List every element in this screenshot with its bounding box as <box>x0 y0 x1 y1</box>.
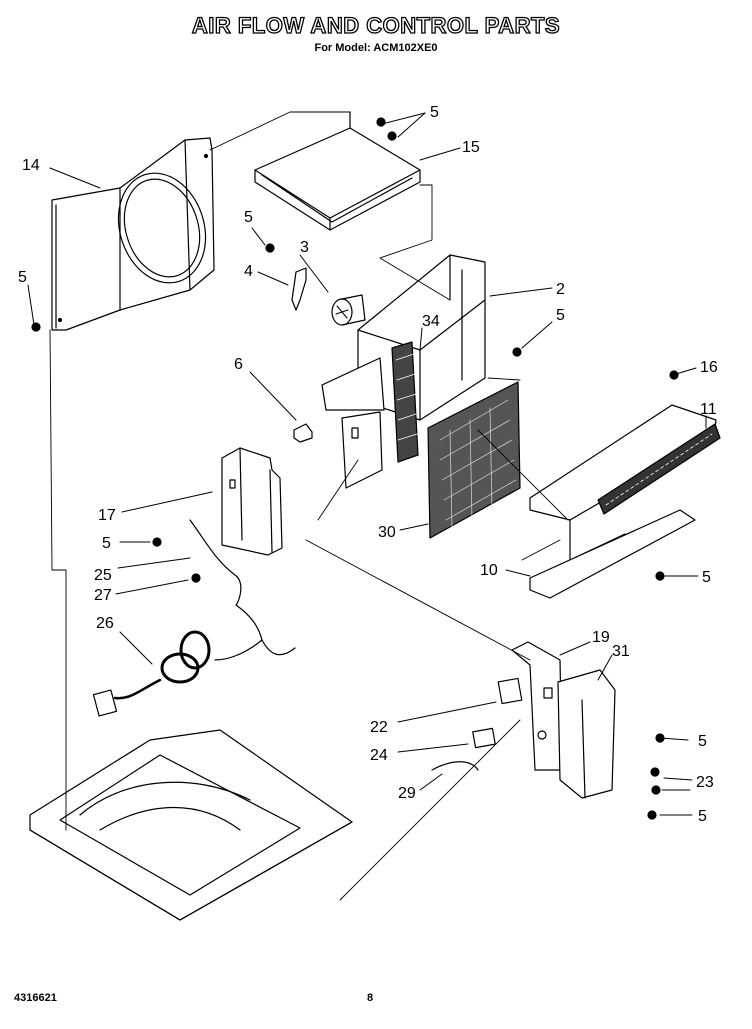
screw-icon <box>651 785 661 795</box>
screw-icon <box>152 537 162 547</box>
callout-17: 17 <box>98 507 116 524</box>
screw-icon <box>669 370 679 380</box>
page-title: AIR FLOW AND CONTROL PARTS <box>191 13 561 39</box>
part-side-brackets <box>321 357 385 489</box>
callout-10: 10 <box>480 562 498 579</box>
part-switches <box>472 677 523 749</box>
callout-25: 25 <box>94 567 112 584</box>
callout-16: 16 <box>700 359 718 376</box>
callout-labels: 14 5 5 15 5 3 4 2 34 5 6 16 11 17 5 30 2… <box>18 104 718 825</box>
part-small-bracket <box>291 267 307 311</box>
callout-30: 30 <box>378 524 396 541</box>
fasteners <box>31 117 679 820</box>
callout-22: 22 <box>370 719 388 736</box>
callout-14: 14 <box>22 157 40 174</box>
screw-icon <box>265 243 275 253</box>
callout-11: 11 <box>700 401 717 418</box>
part-filter <box>427 381 521 539</box>
screw-icon <box>31 322 41 332</box>
callout-5: 5 <box>18 269 27 286</box>
part-base-duct <box>529 404 721 599</box>
part-top-bracket <box>254 111 421 231</box>
part-wire-harness <box>92 519 296 717</box>
screw-icon <box>376 117 386 127</box>
screw-icon <box>512 347 522 357</box>
part-base-pan <box>29 729 353 921</box>
callout-24: 24 <box>370 747 388 764</box>
callout-3: 3 <box>300 239 309 256</box>
callout-5: 5 <box>698 808 707 825</box>
part-control-bracket <box>221 447 283 556</box>
document-number: 4316621 <box>14 992 57 1004</box>
callout-31: 31 <box>612 643 630 660</box>
callout-5: 5 <box>702 569 711 586</box>
callout-arrows <box>27 112 707 816</box>
callout-5: 5 <box>556 307 565 324</box>
callout-23: 23 <box>696 774 714 791</box>
callout-4: 4 <box>244 263 253 280</box>
callout-19: 19 <box>592 629 610 646</box>
callout-5: 5 <box>244 209 253 226</box>
part-foam-strip <box>391 341 419 463</box>
model-subtitle: For Model: ACM102XE0 <box>314 42 438 55</box>
page-number: 8 <box>367 992 374 1004</box>
screw-icon <box>650 767 660 777</box>
part-control-panel <box>511 641 616 799</box>
callout-5: 5 <box>430 104 439 121</box>
callout-5: 5 <box>698 733 707 750</box>
header: AIR FLOW AND CONTROL PARTS For Model: AC… <box>0 13 752 55</box>
callout-29: 29 <box>398 785 416 802</box>
screw-icon <box>655 733 665 743</box>
screw-icon <box>387 131 397 141</box>
screw-icon <box>655 571 665 581</box>
callout-27: 27 <box>94 587 112 604</box>
callout-5: 5 <box>102 535 111 552</box>
assembly-leader-lines <box>49 111 569 901</box>
callout-2: 2 <box>556 281 565 298</box>
callout-15: 15 <box>462 139 480 156</box>
part-clip <box>293 423 313 443</box>
callout-26: 26 <box>96 615 114 632</box>
screw-icon <box>191 573 201 583</box>
screw-icon <box>647 810 657 820</box>
part-fan-boss <box>331 294 366 326</box>
callout-34: 34 <box>422 313 440 330</box>
callout-6: 6 <box>234 356 243 373</box>
part-wire-29 <box>431 761 479 771</box>
part-front-panel <box>51 137 215 331</box>
